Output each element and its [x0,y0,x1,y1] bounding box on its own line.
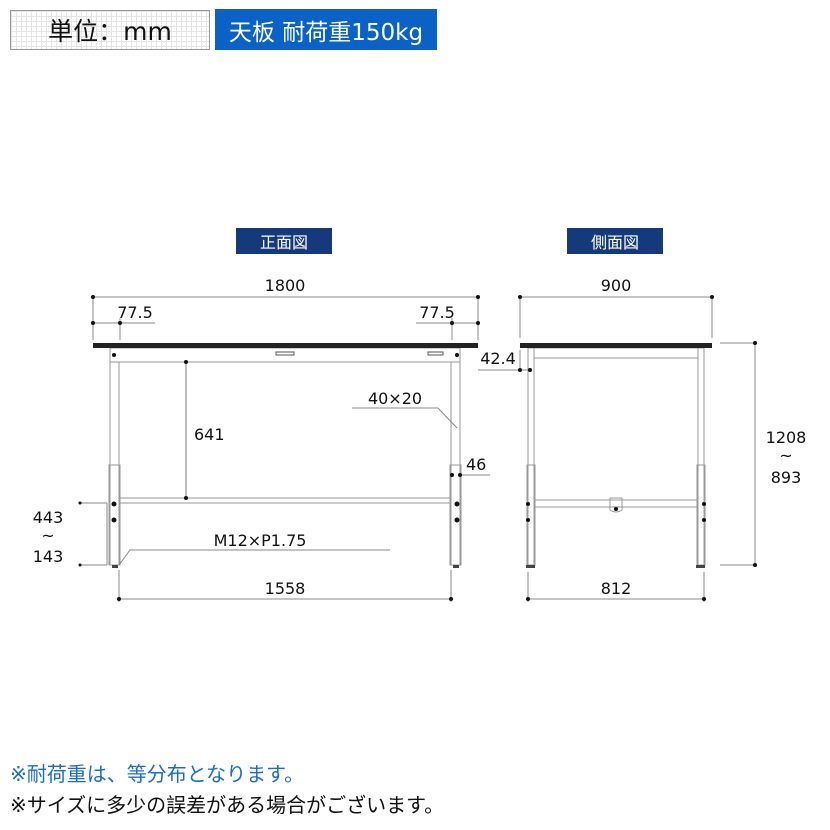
note-tolerance: ※サイズに多少の誤差がある場合がございます。 [10,793,445,817]
dim-offset-right: 77.5 [419,303,455,322]
note-load: ※耐荷重は、等分布となります。 [10,762,305,786]
side-tabletop [520,343,712,348]
height-low: 893 [771,468,802,487]
front-tabletop [93,343,478,348]
dim-width: 1800 [265,276,306,295]
dim-depth: 900 [601,276,632,295]
dim-apron-height: 42.4 [480,349,516,368]
adjust-high: 443 [33,508,64,527]
front-view-drawing [80,296,490,602]
dim-inner-width: 1558 [265,579,306,598]
dim-apron-stretcher: 641 [194,425,225,444]
unit-label: 単位：mm [10,10,210,50]
side-view-title: 側面図 [567,228,663,254]
adjust-sep: ~ [41,526,54,545]
height-sep: ~ [779,446,792,465]
dim-offset-left: 77.5 [117,303,153,322]
dim-inner-depth: 812 [601,579,632,598]
load-capacity-badge: 天板 耐荷重150kg [215,9,437,50]
dim-leg: 46 [466,455,486,474]
adjust-low: 143 [33,547,64,566]
height-high: 1208 [766,428,807,447]
pipe-size: 40×20 [368,389,422,408]
front-view-title: 正面図 [236,228,332,254]
side-view-drawing [478,296,756,602]
bolt-spec: M12×P1.75 [214,531,307,550]
